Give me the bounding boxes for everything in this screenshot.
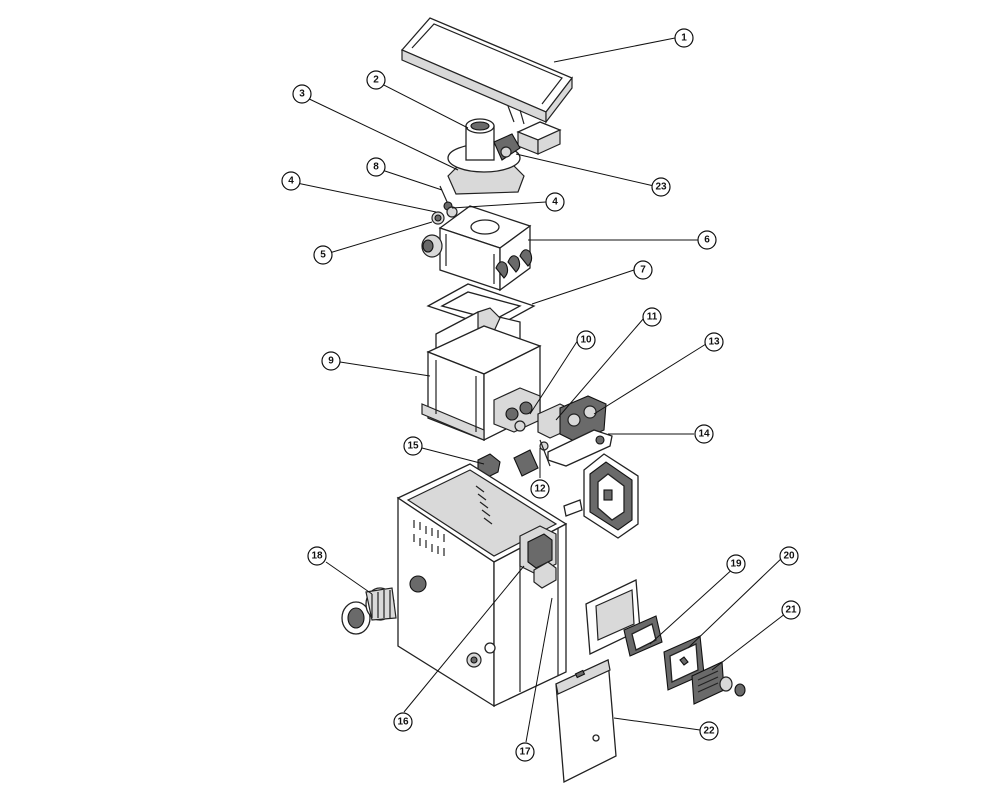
part-small-fittings bbox=[431, 185, 458, 225]
callout-label: 11 bbox=[647, 312, 658, 323]
callout-9: 9 bbox=[321, 351, 341, 371]
callout-15: 15 bbox=[403, 436, 423, 456]
callout-label: 19 bbox=[730, 559, 742, 570]
callout-13: 13 bbox=[704, 332, 724, 352]
callout-7: 7 bbox=[633, 260, 653, 280]
callout-11: 11 bbox=[642, 307, 662, 327]
callout-label: 3 bbox=[299, 89, 305, 100]
callout-16: 16 bbox=[393, 712, 413, 732]
callout-23: 23 bbox=[651, 177, 671, 197]
part-control-bezel bbox=[583, 453, 639, 539]
part-gas-valve-assembly bbox=[537, 395, 613, 467]
callout-12: 12 bbox=[530, 479, 550, 499]
part-cabinet-vents bbox=[413, 485, 493, 556]
callout-label: 6 bbox=[704, 235, 710, 246]
callout-22: 22 bbox=[699, 721, 719, 741]
callout-label: 21 bbox=[785, 605, 797, 616]
callout-20: 20 bbox=[779, 546, 799, 566]
callout-6: 6 bbox=[697, 230, 717, 250]
callout-label: 22 bbox=[703, 726, 715, 737]
callout-label: 10 bbox=[580, 335, 592, 346]
callout-label: 16 bbox=[397, 717, 409, 728]
part-union-fitting bbox=[341, 587, 397, 635]
callout-4-left: 4 bbox=[281, 171, 301, 191]
part-cabinet bbox=[396, 463, 568, 708]
part-square-fittings bbox=[513, 449, 583, 517]
part-heat-exchanger-inlet bbox=[493, 387, 541, 433]
callout-21: 21 bbox=[781, 600, 801, 620]
callout-17: 17 bbox=[515, 742, 535, 762]
callout-19: 19 bbox=[726, 554, 746, 574]
callout-label: 13 bbox=[708, 337, 720, 348]
callout-5: 5 bbox=[313, 245, 333, 265]
part-display-bracket bbox=[623, 615, 663, 657]
callout-14: 14 bbox=[694, 424, 714, 444]
callout-label: 4 bbox=[288, 176, 294, 187]
part-top-cover bbox=[400, 17, 574, 125]
part-knob bbox=[719, 676, 746, 697]
callout-label: 5 bbox=[320, 250, 326, 261]
callout-label: 7 bbox=[640, 265, 646, 276]
part-ignition-control bbox=[519, 525, 557, 589]
callout-label: 18 bbox=[311, 551, 323, 562]
callout-label: 4 bbox=[552, 197, 558, 208]
callout-3: 3 bbox=[292, 84, 312, 104]
callout-2: 2 bbox=[366, 70, 386, 90]
part-access-door bbox=[555, 659, 617, 784]
callout-label: 1 bbox=[681, 33, 687, 44]
part-heat-exchanger bbox=[421, 307, 542, 442]
part-junction-box bbox=[516, 121, 562, 155]
callout-8: 8 bbox=[366, 157, 386, 177]
part-blower-assembly bbox=[447, 118, 525, 195]
callout-4-right: 4 bbox=[545, 192, 565, 212]
callout-label: 15 bbox=[407, 441, 419, 452]
callout-label: 14 bbox=[698, 429, 710, 440]
part-header-box bbox=[421, 205, 533, 292]
callout-label: 12 bbox=[534, 484, 546, 495]
part-header-pipes bbox=[495, 249, 533, 279]
leader-lines bbox=[291, 37, 791, 743]
callout-label: 8 bbox=[373, 162, 379, 173]
callout-label: 2 bbox=[373, 75, 379, 86]
callout-label: 20 bbox=[783, 551, 795, 562]
callout-18: 18 bbox=[307, 546, 327, 566]
callout-label: 23 bbox=[655, 182, 667, 193]
callout-label: 9 bbox=[328, 356, 334, 367]
callout-10: 10 bbox=[576, 330, 596, 350]
callout-1: 1 bbox=[674, 28, 694, 48]
callout-label: 17 bbox=[519, 747, 531, 758]
